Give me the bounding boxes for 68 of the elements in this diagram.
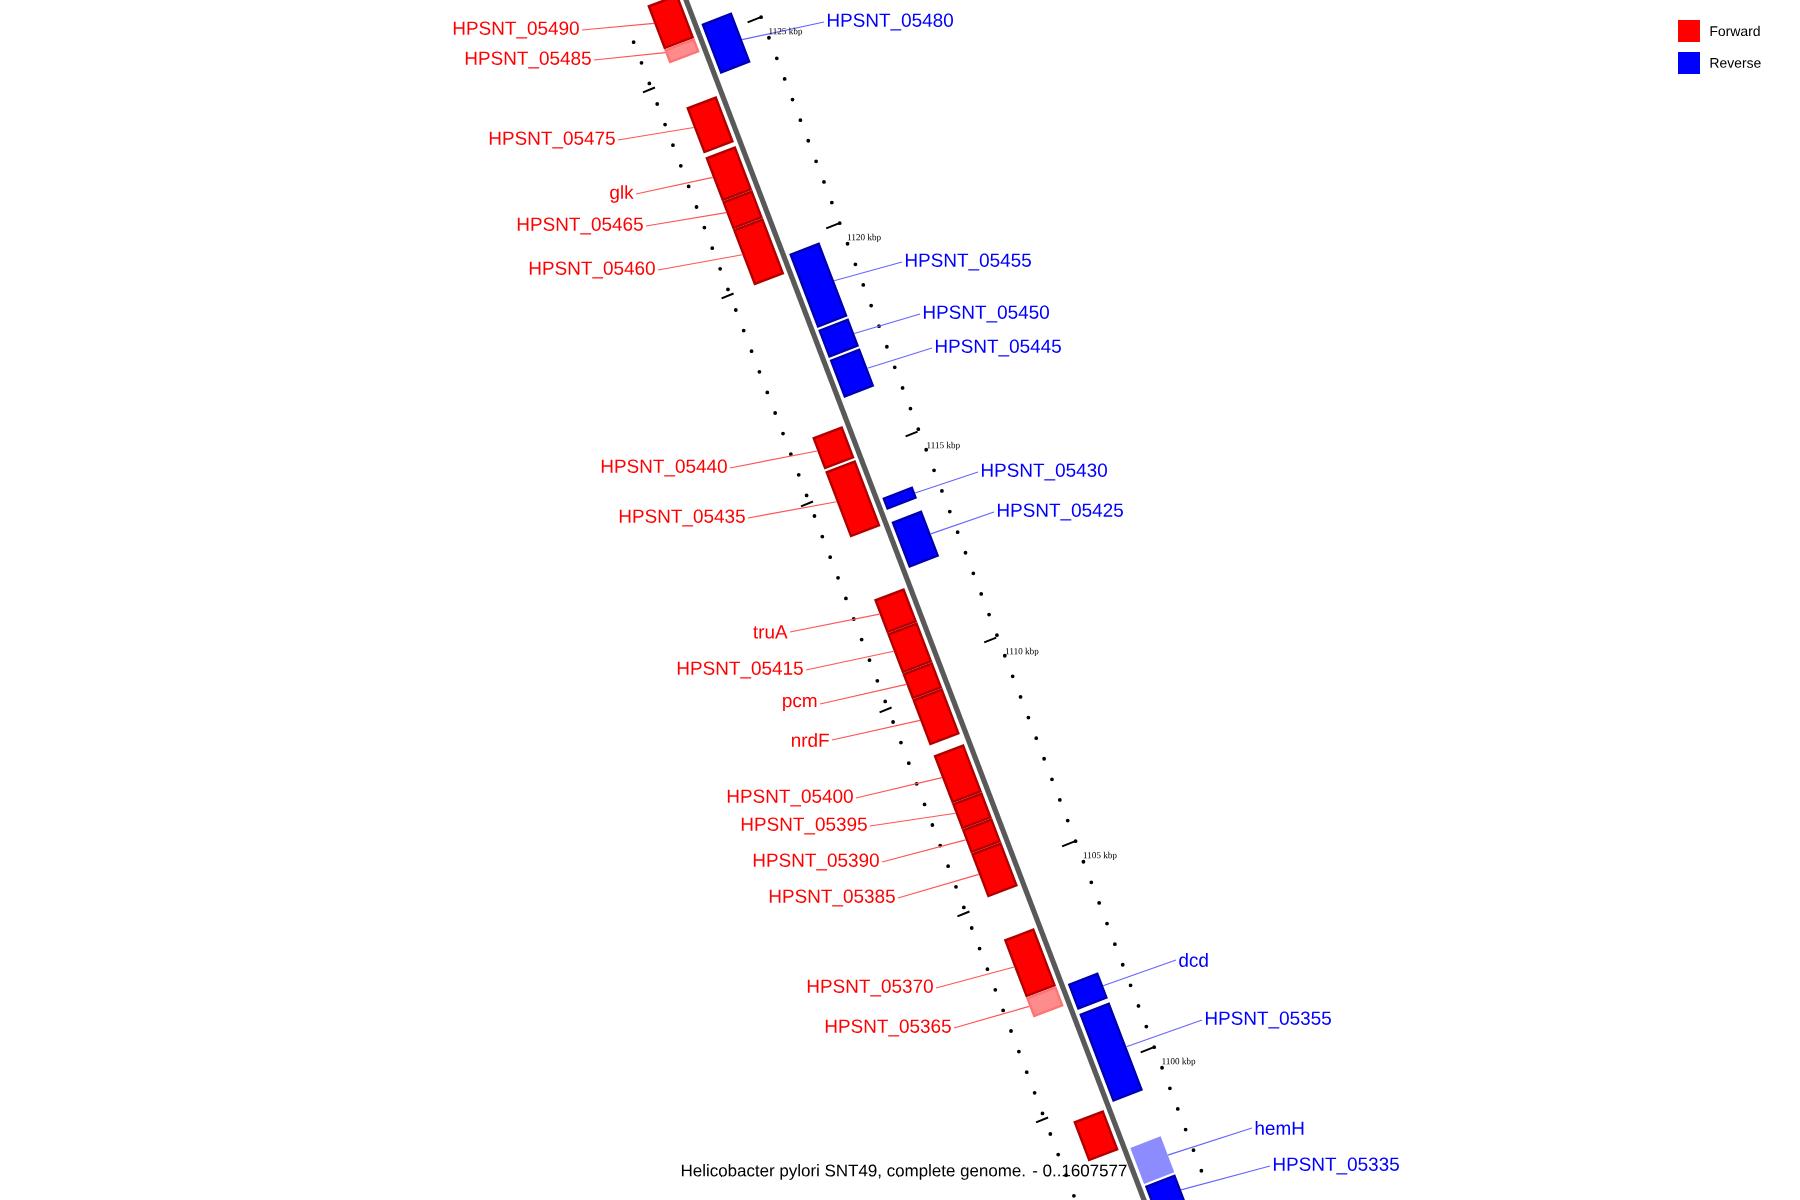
gene-label: HPSNT_05400 [727, 789, 853, 807]
gene-label: HPSNT_05415 [677, 661, 803, 679]
gene-label: HPSNT_05435 [619, 509, 745, 527]
leader-line [953, 1005, 1030, 1029]
leader-line [853, 313, 921, 335]
gene-label: HPSNT_05465 [517, 217, 643, 235]
leader-line [789, 613, 881, 633]
gene-label: HPSNT_05445 [935, 339, 1061, 357]
leader-line [645, 211, 727, 227]
gene-bar [886, 622, 933, 674]
leader-line [914, 471, 979, 494]
leader-line [869, 812, 957, 827]
gene-label: HPSNT_05395 [741, 817, 867, 835]
leader-line [855, 777, 943, 799]
gene-label: HPSNT_05480 [827, 13, 953, 31]
leader-line [819, 683, 907, 705]
gene-label: HPSNT_05455 [905, 253, 1031, 271]
leader-line [805, 650, 895, 671]
gene-label: HPSNT_05450 [923, 305, 1049, 323]
leader-line [593, 51, 666, 61]
gene-label: truA [753, 625, 788, 639]
leader-line [581, 22, 655, 31]
leader-line [1102, 959, 1177, 987]
gene-bar [812, 426, 855, 470]
leader-line [1180, 1165, 1271, 1191]
leader-line [617, 126, 695, 141]
gene-label: HPSNT_05390 [753, 853, 879, 871]
leader-line [897, 873, 980, 899]
gene-label: HPSNT_05385 [769, 889, 895, 907]
leader-line [935, 966, 1015, 989]
leader-line [833, 261, 903, 282]
leader-line [831, 719, 921, 741]
gene-label: glk [610, 185, 634, 203]
gene-bar [701, 12, 751, 74]
gene-bar [664, 38, 700, 64]
leader-line [635, 176, 714, 195]
gene-label: HPSNT_05430 [981, 463, 1107, 481]
gene-bar [1067, 972, 1108, 1010]
gene-label: HPSNT_05335 [1273, 1157, 1399, 1175]
leader-line [741, 21, 825, 41]
caption: Helicobacter pylori SNT49, complete genome. - 0..1607577 [681, 1164, 1127, 1180]
gene-label: HPSNT_05355 [1205, 1011, 1331, 1029]
gene-label: HPSNT_05365 [825, 1019, 951, 1037]
gene-label: pcm [783, 696, 817, 712]
gene-label: HPSNT_05475 [489, 131, 615, 149]
leader-line [866, 347, 933, 369]
gene-bar [1073, 1110, 1119, 1162]
gene-bar [1025, 986, 1064, 1018]
leader-line [729, 450, 818, 469]
leader-line [881, 839, 967, 863]
gene-bar [912, 688, 960, 746]
gene-label: HPSNT_05370 [807, 979, 933, 997]
gene-bar [902, 662, 943, 700]
leader-line [1125, 1019, 1203, 1048]
gene-label: HPSNT_05440 [601, 459, 727, 477]
leader-line [747, 501, 838, 519]
gene-bar [1144, 1174, 1186, 1200]
leader-line [1167, 1127, 1253, 1156]
gene-label: nrdF [791, 733, 829, 747]
gene-label: HPSNT_05485 [465, 51, 591, 69]
gene-label: hemH [1255, 1121, 1304, 1135]
gene-label: HPSNT_05490 [453, 21, 579, 39]
gene-label: HPSNT_05425 [997, 503, 1123, 521]
gene-label: dcd [1179, 953, 1208, 967]
leader-line [930, 511, 995, 535]
leader-line [657, 254, 743, 271]
gene-label: HPSNT_05460 [529, 261, 655, 279]
gene-bar [970, 842, 1018, 898]
